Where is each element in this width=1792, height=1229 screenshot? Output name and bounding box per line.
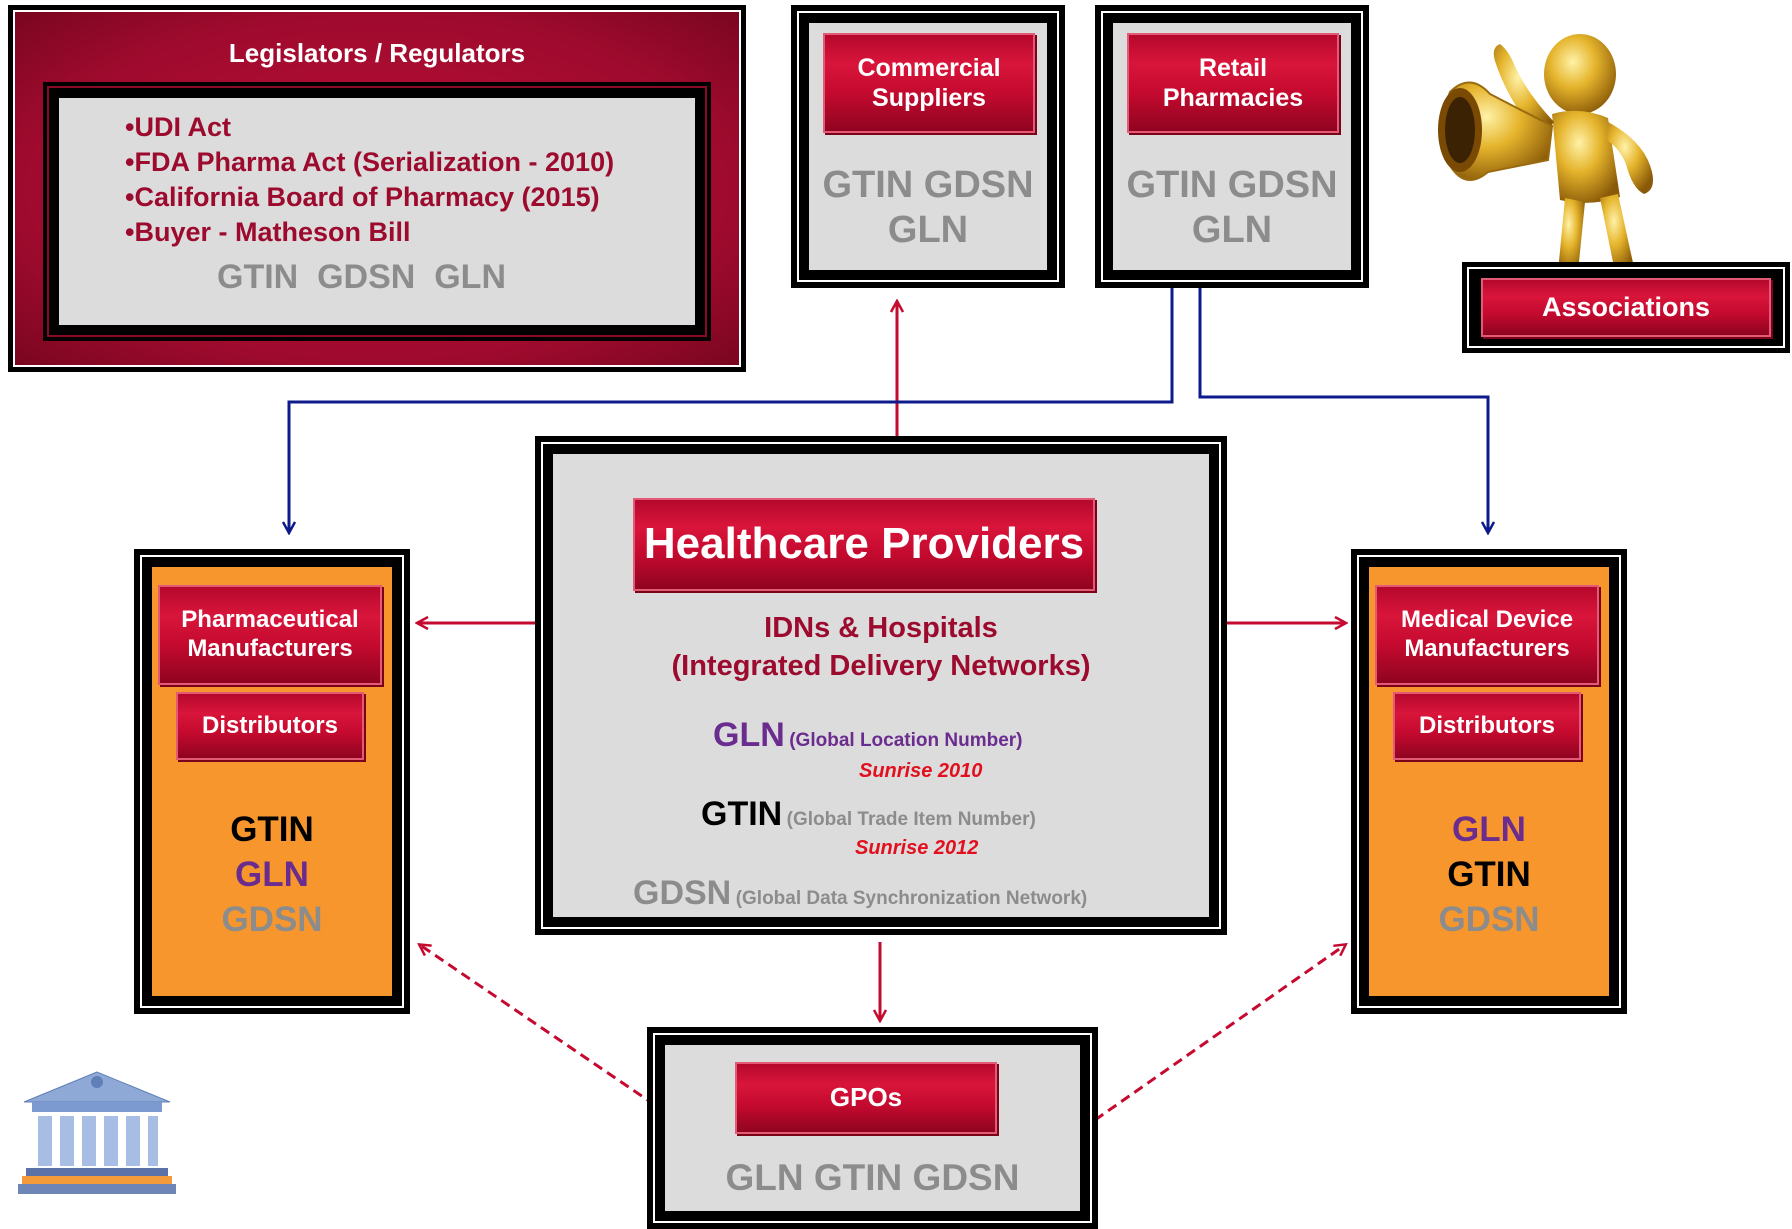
dashed-gpos-to-pharma: [420, 945, 656, 1107]
gtin-sunrise: Sunrise 2012: [855, 837, 979, 859]
gtin-line: GTIN (Global Trade Item Number): [701, 795, 1036, 833]
medical-codes: GLN GTIN GDSN: [1438, 810, 1540, 939]
dashed-gpos-to-medical: [1094, 945, 1345, 1122]
healthcare-providers-panel: Healthcare Providers IDNs & Hospitals (I…: [535, 436, 1227, 935]
gdsn-line: GDSN (Global Data Synchronization Networ…: [633, 874, 1088, 912]
legislators-panel: Legislators / Regulators •UDI Act •FDA P…: [8, 5, 746, 372]
gln-sunrise: Sunrise 2010: [859, 760, 983, 782]
gpos-title: GPOs: [735, 1062, 997, 1134]
retail-pharmacies-codes: GTIN GDSN GLN: [1126, 164, 1338, 251]
pharma-manufacturers-panel: Pharmaceutical Manufacturers Distributor…: [134, 549, 410, 1014]
gpos-panel: GPOs GLN GTIN GDSN: [647, 1027, 1098, 1229]
pharma-manufacturers-title: Pharmaceutical Manufacturers: [158, 585, 382, 685]
legislator-item: •Buyer - Matheson Bill: [125, 217, 411, 247]
pharma-distributors-label: Distributors: [176, 692, 364, 760]
gln-line: GLN (Global Location Number): [713, 716, 1023, 754]
legislators-title: Legislators / Regulators: [228, 38, 526, 68]
retail-pharmacies-panel: Retail Pharmacies GTIN GDSN GLN: [1095, 5, 1369, 288]
blue-connector-left: [289, 288, 1174, 532]
legislator-item: •UDI Act: [125, 112, 231, 142]
associations-label: Associations: [1481, 278, 1771, 337]
gpos-codes: GLN GTIN GDSN: [725, 1157, 1020, 1198]
legislators-codes: GTIN GDSN GLN: [217, 258, 506, 296]
legislator-item: •FDA Pharma Act (Serialization - 2010): [125, 147, 615, 177]
healthcare-providers-title: Healthcare Providers: [633, 498, 1095, 591]
megaphone-figure-icon: [1438, 34, 1653, 272]
medical-device-manufacturers-title: Medical Device Manufacturers: [1375, 585, 1599, 685]
medical-distributors-label: Distributors: [1393, 692, 1581, 760]
commercial-suppliers-codes: GTIN GDSN GLN: [822, 164, 1034, 251]
commercial-suppliers-panel: Commercial Suppliers GTIN GDSN GLN: [791, 5, 1065, 288]
medical-device-manufacturers-panel: Medical Device Manufacturers Distributor…: [1351, 549, 1627, 1014]
retail-pharmacies-title: Retail Pharmacies: [1127, 33, 1339, 133]
providers-subtitle: IDNs & Hospitals (Integrated Delivery Ne…: [671, 612, 1091, 682]
legislator-item: •California Board of Pharmacy (2015): [125, 182, 600, 212]
legislators-content: •UDI Act •FDA Pharma Act (Serialization …: [59, 98, 695, 325]
associations-panel: Associations: [1462, 262, 1790, 353]
patient-safety-logo-icon: [14, 1068, 180, 1200]
blue-connector-right: [1198, 288, 1488, 532]
commercial-suppliers-title: Commercial Suppliers: [823, 33, 1035, 133]
pharma-codes: GTIN GLN GDSN: [221, 810, 323, 939]
